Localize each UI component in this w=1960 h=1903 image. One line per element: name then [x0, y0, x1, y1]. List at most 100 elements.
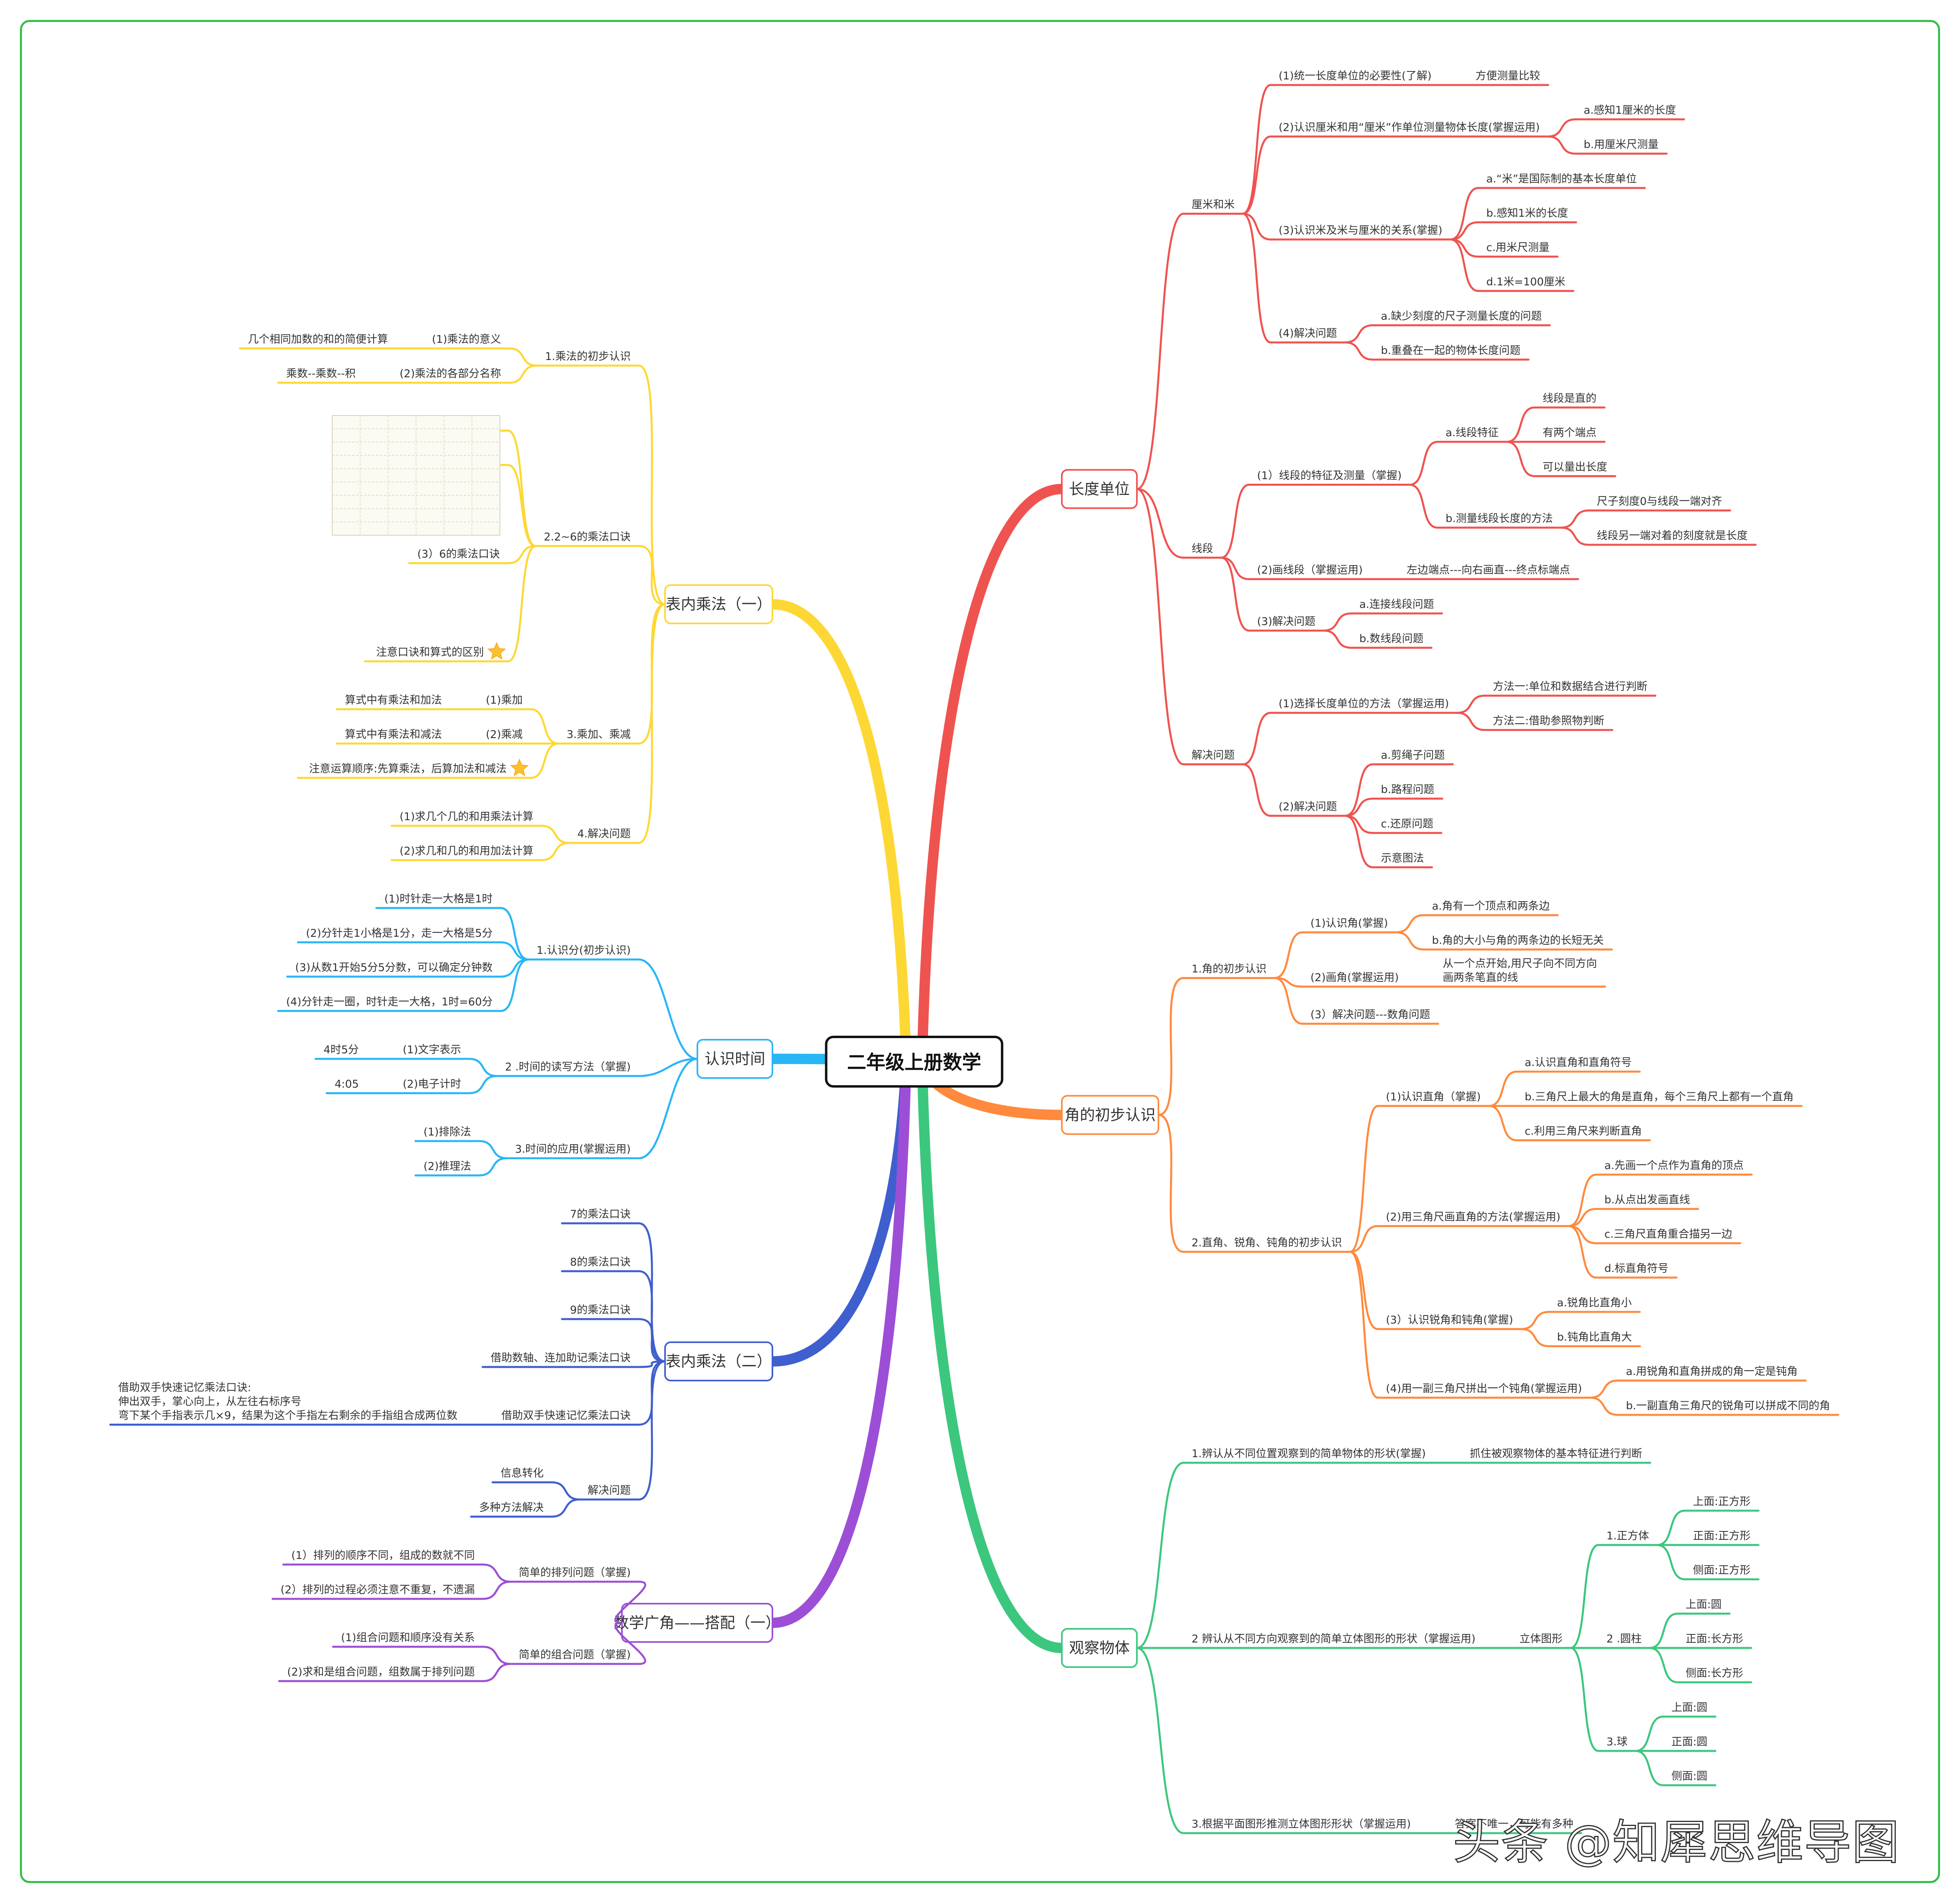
subtopic-node[interactable]: a.缺少刻度的尺子测量长度的问题: [1381, 310, 1542, 322]
topic-node[interactable]: 简单的排列问题（掌握): [519, 1567, 631, 1579]
subtopic-node[interactable]: (4)分针走一圈，时针走一大格，1时=60分: [286, 996, 493, 1008]
subtopic-node[interactable]: 正面:圆: [1671, 1736, 1707, 1748]
subtopic-node[interactable]: 4时5分: [324, 1044, 359, 1056]
subtopic-node[interactable]: 示意图法: [1381, 852, 1424, 864]
subtopic-node[interactable]: 侧面:正方形: [1693, 1564, 1750, 1577]
topic-node[interactable]: 借助双手快速记忆乘法口诀: [501, 1410, 631, 1422]
topic-node[interactable]: 8的乘法口诀: [570, 1256, 631, 1268]
topic-node[interactable]: 1.辨认从不同位置观察到的简单物体的形状(掌握): [1192, 1448, 1426, 1460]
subtopic-node[interactable]: 正面:长方形: [1686, 1633, 1743, 1645]
subtopic-node[interactable]: (1)选择长度单位的方法（掌握运用): [1279, 698, 1449, 710]
subtopic-node[interactable]: (3）解决问题---数角问题: [1311, 1009, 1430, 1021]
subtopic-node[interactable]: (2)画角(掌握运用): [1311, 971, 1399, 984]
subtopic-node[interactable]: (1)排除法: [424, 1126, 471, 1138]
subtopic-node[interactable]: 算式中有乘法和加法: [345, 694, 442, 706]
subtopic-node[interactable]: (1)组合问题和顺序没有关系: [341, 1632, 475, 1644]
subtopic-node[interactable]: (2)求几和几的和用加法计算: [400, 845, 533, 857]
subtopic-node[interactable]: b.三角尺上最大的角是直角，每个三角尺上都有一个直角: [1525, 1091, 1794, 1103]
subtopic-node[interactable]: (3）6的乘法口诀: [417, 548, 500, 560]
subtopic-node[interactable]: (2)电子计时: [403, 1078, 461, 1090]
subtopic-node[interactable]: (3)解决问题: [1257, 615, 1315, 628]
subtopic-node[interactable]: (2)用三角尺画直角的方法(掌握运用): [1386, 1211, 1560, 1223]
subtopic-node[interactable]: 可以量出长度: [1542, 461, 1607, 473]
topic-node[interactable]: 2 .时间的读写方法（掌握): [505, 1061, 631, 1073]
subtopic-node[interactable]: 尺子刻度0与线段一端对齐: [1597, 495, 1722, 508]
topic-node[interactable]: 1.乘法的初步认识: [545, 350, 631, 363]
subtopic-node[interactable]: a.锐角比直角小: [1557, 1297, 1632, 1309]
topic-node[interactable]: 借助数轴、连加助记乘法口诀: [491, 1352, 631, 1364]
subtopic-node[interactable]: 线段是直的: [1542, 392, 1596, 405]
subtopic-node[interactable]: b.用厘米尺测量: [1584, 138, 1659, 151]
subtopic-node[interactable]: a.连接线段问题: [1359, 598, 1434, 611]
subtopic-node[interactable]: c.还原问题: [1381, 818, 1433, 830]
subtopic-node[interactable]: b.钝角比直角大: [1557, 1331, 1632, 1343]
main-topic-认识时间[interactable]: 认识时间: [697, 1039, 773, 1079]
subtopic-node[interactable]: 方法一:单位和数据结合进行判断: [1493, 680, 1647, 693]
subtopic-node[interactable]: c.用米尺测量: [1486, 241, 1549, 254]
subtopic-node[interactable]: (2）排列的过程必须注意不重复，不遗漏: [281, 1584, 475, 1596]
topic-node[interactable]: 2 辨认从不同方向观察到的简单立体图形的形状（掌握运用): [1192, 1633, 1475, 1645]
subtopic-node[interactable]: 立体图形: [1519, 1633, 1562, 1645]
topic-node[interactable]: 9的乘法口诀: [570, 1304, 631, 1316]
topic-node[interactable]: 厘米和米: [1192, 199, 1235, 211]
subtopic-node[interactable]: b.角的大小与角的两条边的长短无关: [1432, 934, 1604, 947]
subtopic-node[interactable]: 3.球: [1606, 1736, 1627, 1748]
subtopic-node[interactable]: (1)乘法的意义: [432, 333, 501, 346]
subtopic-node[interactable]: 正面:正方形: [1693, 1530, 1750, 1542]
subtopic-node[interactable]: a.线段特征: [1445, 427, 1499, 439]
subtopic-node[interactable]: 侧面:长方形: [1686, 1667, 1743, 1679]
subtopic-node[interactable]: (2)乘减: [486, 728, 523, 741]
main-topic-长度单位[interactable]: 长度单位: [1061, 469, 1138, 509]
topic-node[interactable]: 3.根据平面图形推测立体图形形状（掌握运用): [1192, 1818, 1411, 1830]
topic-node[interactable]: 2.直角、锐角、钝角的初步认识: [1192, 1237, 1342, 1249]
topic-node[interactable]: 1.认识分(初步认识): [537, 944, 631, 957]
subtopic-node[interactable]: (1)时针走一大格是1时: [384, 893, 493, 905]
subtopic-node[interactable]: b.测量线段长度的方法: [1445, 512, 1553, 525]
subtopic-node[interactable]: 上面:正方形: [1693, 1495, 1750, 1508]
main-topic-表内乘法（一）[interactable]: 表内乘法（一）: [664, 584, 774, 624]
subtopic-node[interactable]: a.角有一个顶点和两条边: [1432, 900, 1550, 912]
subtopic-node[interactable]: 方便测量比较: [1475, 70, 1540, 82]
subtopic-node[interactable]: 抓住被观察物体的基本特征进行判断: [1470, 1448, 1642, 1460]
subtopic-node[interactable]: (1)乘加: [486, 694, 523, 706]
subtopic-node[interactable]: (2)求和是组合问题，组数属于排列问题: [287, 1666, 475, 1678]
subtopic-node[interactable]: (4)用一副三角尺拼出一个钝角(掌握运用): [1386, 1383, 1582, 1395]
subtopic-node[interactable]: (1)认识直角（掌握): [1386, 1091, 1481, 1103]
main-topic-角的初步认识[interactable]: 角的初步认识: [1061, 1095, 1159, 1135]
subtopic-node[interactable]: (3)从数1开始5分5分数，可以确定分钟数: [295, 961, 493, 974]
subtopic-node[interactable]: (2)解决问题: [1279, 801, 1337, 813]
subtopic-node[interactable]: a.“米”是国际制的基本长度单位: [1486, 173, 1637, 185]
subtopic-node[interactable]: a.先画一个点作为直角的顶点: [1604, 1159, 1744, 1172]
topic-node[interactable]: 线段: [1192, 542, 1213, 555]
subtopic-node[interactable]: (1)求几个几的和用乘法计算: [400, 811, 533, 823]
subtopic-node[interactable]: 方法二:借助参照物判断: [1493, 715, 1604, 727]
subtopic-node[interactable]: (2)画线段（掌握运用): [1257, 564, 1363, 576]
subtopic-node[interactable]: 有两个端点: [1542, 427, 1596, 439]
subtopic-node[interactable]: (2)认识厘米和用“厘米”作单位测量物体长度(掌握运用): [1279, 121, 1540, 134]
topic-node[interactable]: 3.时间的应用(掌握运用): [515, 1143, 631, 1155]
subtopic-node[interactable]: 2 .圆柱: [1606, 1633, 1641, 1645]
subtopic-node[interactable]: (4)解决问题: [1279, 327, 1337, 340]
subtopic-node[interactable]: (3）认识锐角和钝角(掌握): [1386, 1314, 1513, 1326]
subtopic-node[interactable]: 算式中有乘法和减法: [345, 728, 442, 741]
subtopic-node[interactable]: 几个相同加数的和的简便计算: [248, 333, 388, 346]
topic-node[interactable]: 2.2~6的乘法口诀: [544, 531, 631, 543]
subtopic-node[interactable]: a.剪绳子问题: [1381, 749, 1445, 762]
topic-node[interactable]: 解决问题: [588, 1484, 631, 1497]
subtopic-node[interactable]: b.数线段问题: [1359, 633, 1423, 645]
subtopic-node[interactable]: c.三角尺直角重合描另一边: [1604, 1228, 1732, 1240]
root-topic[interactable]: 二年级上册数学: [825, 1036, 1004, 1088]
subtopic-node[interactable]: (1）线段的特征及测量（掌握): [1257, 470, 1402, 482]
subtopic-node[interactable]: 乘数--乘数--积: [286, 368, 356, 380]
subtopic-node[interactable]: 上面:圆: [1671, 1701, 1707, 1714]
subtopic-node[interactable]: 注意口诀和算式的区别: [376, 646, 484, 659]
subtopic-node[interactable]: a.感知1厘米的长度: [1584, 104, 1676, 117]
subtopic-node[interactable]: 信息转化: [501, 1467, 544, 1480]
topic-node[interactable]: 4.解决问题: [577, 828, 631, 840]
subtopic-node[interactable]: 线段另一端对着的刻度就是长度: [1597, 530, 1748, 542]
subtopic-node[interactable]: 多种方法解决: [479, 1501, 544, 1514]
main-topic-观察物体[interactable]: 观察物体: [1061, 1628, 1138, 1668]
subtopic-node[interactable]: (2)推理法: [424, 1160, 471, 1173]
subtopic-node[interactable]: 1.正方体: [1606, 1530, 1649, 1542]
